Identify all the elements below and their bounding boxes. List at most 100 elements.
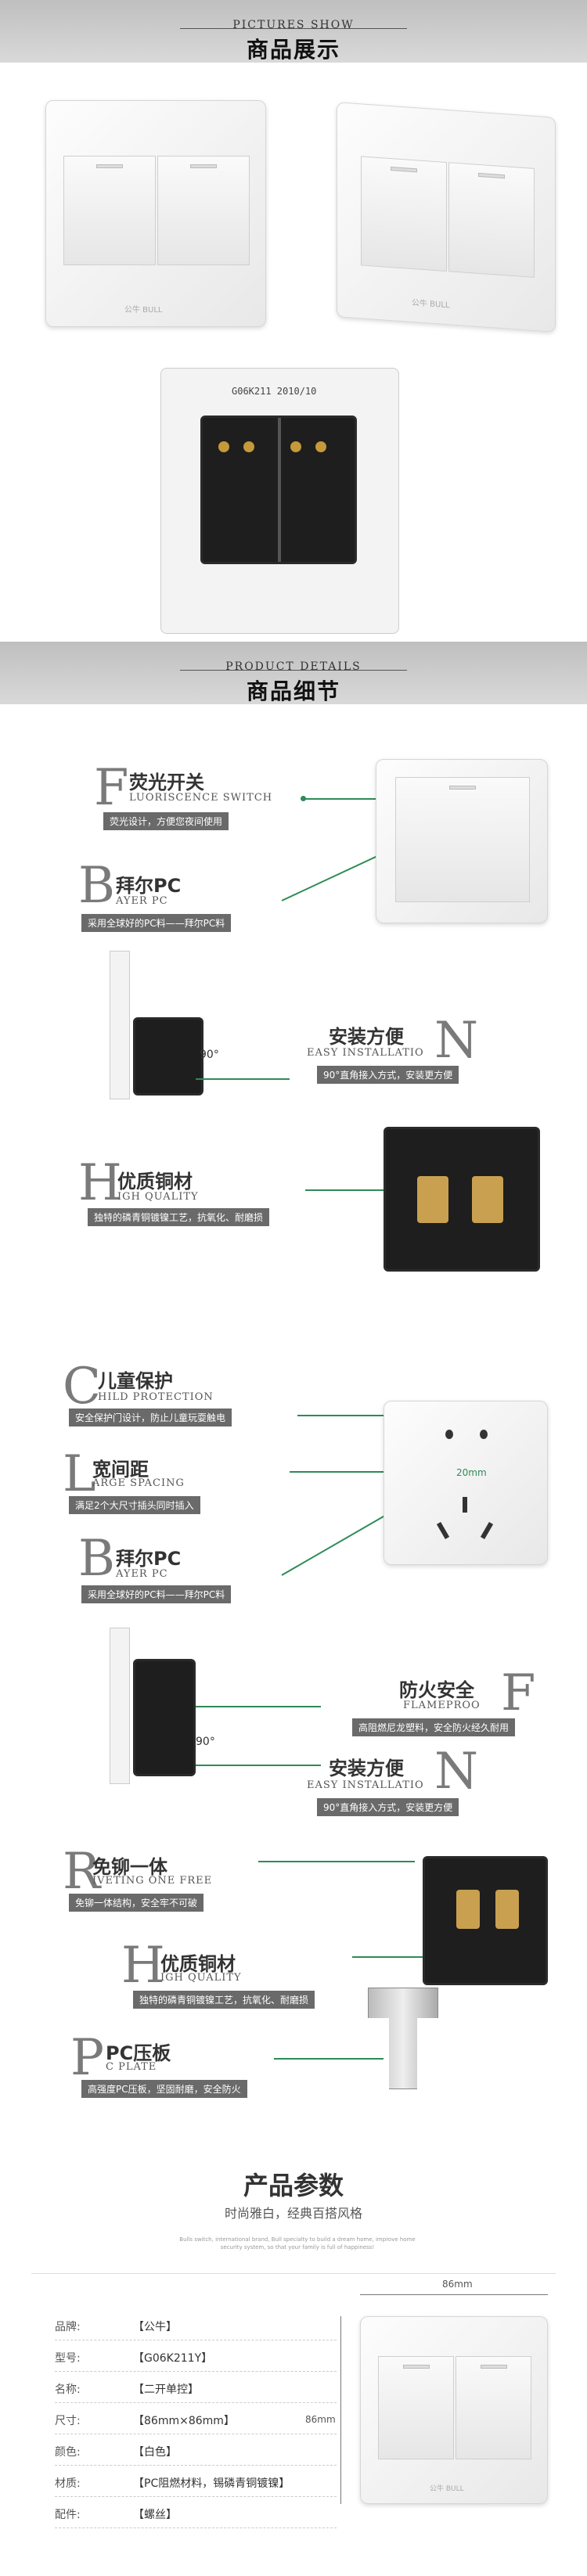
feature-desc: 满足2个大尺寸插头同时插入: [69, 1496, 200, 1514]
feature-en: HILD PROTECTION: [98, 1391, 214, 1403]
divider: [180, 28, 407, 29]
pointer-line: [196, 1706, 321, 1707]
feature-letter: F: [501, 1664, 536, 1722]
spec-value: 【G06K211Y】: [133, 2351, 213, 2365]
section-header-show: [0, 0, 587, 63]
feature-letter: N: [434, 1743, 478, 1801]
feature-en: AYER PC: [116, 895, 168, 907]
feature-letter: C: [63, 1358, 101, 1416]
side-terminal: [133, 1017, 203, 1096]
feature-title: 拜尔PC: [116, 1548, 182, 1570]
feature-desc: 采用全球好的PC料——拜尔PC料: [81, 914, 232, 932]
pointer-line: [258, 1861, 415, 1862]
side-view-image: [110, 1628, 130, 1784]
spec-value: 【螺丝】: [133, 2508, 177, 2521]
spec-label: 品牌:: [55, 2320, 81, 2333]
spec-label: 材质:: [55, 2477, 81, 2490]
feature-title: 儿童保护: [98, 1370, 173, 1392]
switch-dimension-image: 公牛 BULL: [360, 2316, 548, 2504]
dim-width-line: [360, 2294, 548, 2295]
feature-en: C PLATE: [106, 2061, 157, 2073]
pointer-line: [305, 1189, 399, 1191]
spec-label: 颜色:: [55, 2445, 81, 2459]
back-label: G06K211 2010/10: [232, 386, 317, 397]
switch-key-left: [378, 2356, 454, 2459]
feature-en: LUORISCENCE SWITCH: [129, 792, 273, 804]
switch-key-left: [361, 156, 447, 272]
pointer-line: [290, 1471, 423, 1473]
feature-en: EASY INSTALLATIO: [307, 1047, 424, 1059]
feature-desc: 高强度PC压板，坚固耐磨，安全防火: [81, 2080, 247, 2098]
divider: [180, 670, 407, 671]
pointer-line: [196, 1765, 321, 1766]
feature-title: 免铆一体: [92, 1856, 167, 1878]
feature-en: IGH QUALITY: [117, 1191, 199, 1203]
feature-desc: 独特的磷青铜镀镍工艺，抗氧化、耐磨损: [133, 1991, 315, 2009]
socket-front-image: 20mm: [384, 1401, 548, 1565]
feature-letter: H: [78, 1154, 122, 1212]
feature-desc: 荧光设计，方便您夜间使用: [103, 812, 229, 830]
spec-value: 【二开单控】: [133, 2383, 199, 2396]
feature-title: 宽间距: [92, 1459, 149, 1480]
section-header-en: PICTURES SHOW: [232, 19, 355, 31]
spec-value: 【公牛】: [133, 2320, 177, 2333]
switch-angled-image: 公牛 BULL: [337, 102, 556, 333]
copper-terminal-image: [384, 1127, 540, 1272]
terminal-block: [200, 416, 357, 564]
feature-title: 防火安全: [399, 1679, 474, 1701]
feature-letter: L: [63, 1445, 96, 1503]
feature-letter: B: [78, 1530, 116, 1588]
spec-row: 尺寸:【86mm×86mm】: [55, 2406, 337, 2434]
switch-key-left: [63, 156, 156, 265]
spec-value: 【86mm×86mm】: [133, 2414, 235, 2427]
spec-row: 材质: 【PC阻燃材料，锡磷青铜镀镍】: [55, 2469, 337, 2497]
spec-label: 名称:: [55, 2383, 81, 2396]
feature-title: PC压板: [106, 2042, 171, 2064]
switch-back-image: G06K211 2010/10: [160, 368, 399, 634]
pointer-line: [196, 1078, 290, 1080]
feature-desc: 免铆一体结构，安全牢不可破: [69, 1894, 204, 1912]
brand-logo: 公牛 BULL: [124, 306, 163, 315]
feature-title: 荧光开关: [129, 772, 204, 793]
pointer-line: [305, 798, 415, 800]
brand-logo: 公牛 BULL: [412, 298, 450, 311]
feature-desc: 安全保护门设计，防止儿童玩耍触电: [69, 1409, 232, 1427]
params-subtitle: 时尚雅白，经典百搭风格: [224, 2206, 362, 2221]
pointer-line: [297, 1415, 423, 1416]
pointer-line: [274, 2058, 384, 2060]
section-header-details: [0, 642, 587, 704]
spec-value: 【PC阻燃材料，锡磷青铜镀镍】: [133, 2477, 290, 2490]
switch-key-right: [456, 2356, 531, 2459]
spec-label: 型号:: [55, 2351, 81, 2365]
feature-title: 安装方便: [329, 1026, 404, 1048]
spec-row: 型号: 【G06K211Y】: [55, 2344, 337, 2372]
dim-width-label: 86mm: [442, 2279, 473, 2290]
section-header-en: PRODUCT DETAILS: [225, 660, 362, 673]
feature-letter: R: [63, 1843, 101, 1901]
feature-desc: 独特的磷青铜镀镍工艺，抗氧化、耐磨损: [88, 1208, 270, 1226]
params-fine-print: Bulls switch, international brand, Bull …: [179, 2236, 416, 2250]
switch-key-right: [448, 162, 535, 278]
feature-letter: F: [94, 759, 129, 817]
switch-key: [395, 777, 530, 902]
pointer-line: [352, 1956, 423, 1958]
feature-letter: P: [70, 2029, 105, 2087]
metal-plate-image: [368, 1988, 438, 2089]
params-title: 产品参数: [243, 2171, 344, 2200]
feature-desc: 高阻燃尼龙塑料，安全防火经久耐用: [352, 1718, 516, 1736]
side-terminal: [133, 1659, 196, 1776]
spec-value: 【白色】: [133, 2445, 177, 2459]
pointer-dot: [301, 796, 306, 801]
dim-height-line: [340, 2316, 341, 2504]
feature-title: 安装方便: [329, 1758, 404, 1779]
feature-desc: 90°直角接入方式，安装更方便: [317, 1798, 459, 1816]
feature-title: 优质铜材: [117, 1171, 193, 1193]
feature-en: FLAMEPROO: [403, 1700, 481, 1711]
three-pin-outlet: [431, 1494, 502, 1549]
params-divider: [31, 2273, 556, 2274]
feature-en: EASY INSTALLATIO: [307, 1779, 424, 1791]
feature-en: IVETING ONE FREE: [92, 1875, 213, 1887]
feature-en: IGH QUALITY: [160, 1972, 242, 1984]
spec-row: 配件:【螺丝】: [55, 2500, 337, 2528]
feature-desc: 90°直角接入方式，安装更方便: [317, 1066, 459, 1084]
